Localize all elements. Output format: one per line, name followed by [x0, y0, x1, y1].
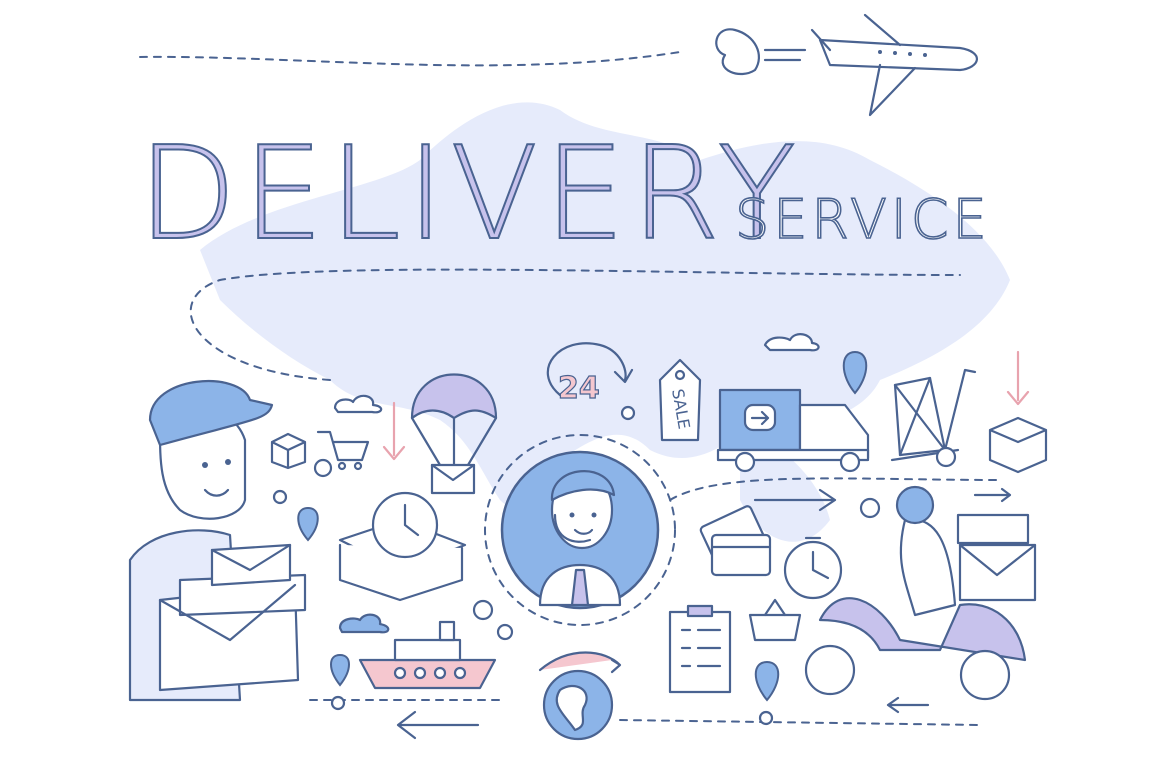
airplane-icon	[715, 13, 978, 117]
cruise-ship-icon	[358, 620, 497, 690]
credit-card-icon	[699, 505, 772, 577]
badge-24-text: 24	[558, 371, 600, 406]
direction-arrows	[382, 401, 1012, 740]
route-dashed-right	[669, 477, 1001, 501]
flight-path-dashed	[139, 51, 681, 67]
route-dashed-left	[189, 268, 961, 381]
parachute-parcel-icon	[410, 373, 498, 495]
checklist-clipboard-icon	[668, 604, 732, 694]
sale-tag-icon: SALE	[658, 358, 702, 442]
open-box-with-documents	[338, 491, 467, 602]
subtitle-service: SERVICE	[735, 188, 991, 251]
support-operator-avatar	[500, 450, 660, 610]
center-dashed-ring	[484, 434, 676, 626]
coin-icons	[272, 405, 881, 726]
location-pin-icons	[297, 350, 868, 702]
stopwatch-icon	[783, 536, 843, 600]
route-dashed-bottom	[309, 699, 981, 726]
title-delivery: DELIVERY	[138, 120, 802, 269]
shopping-basket-icon	[748, 598, 802, 642]
cloud-icons	[333, 333, 820, 634]
hand-truck-icon	[890, 350, 1048, 474]
globe-icon	[538, 651, 622, 741]
small-box-icon	[270, 432, 307, 470]
courier-with-boxes	[128, 380, 307, 702]
delivery-truck-icon	[716, 388, 870, 473]
shopping-cart-icon	[316, 430, 370, 471]
scooter-courier	[804, 485, 1037, 701]
24-hour-service-icon: 24	[546, 342, 634, 407]
